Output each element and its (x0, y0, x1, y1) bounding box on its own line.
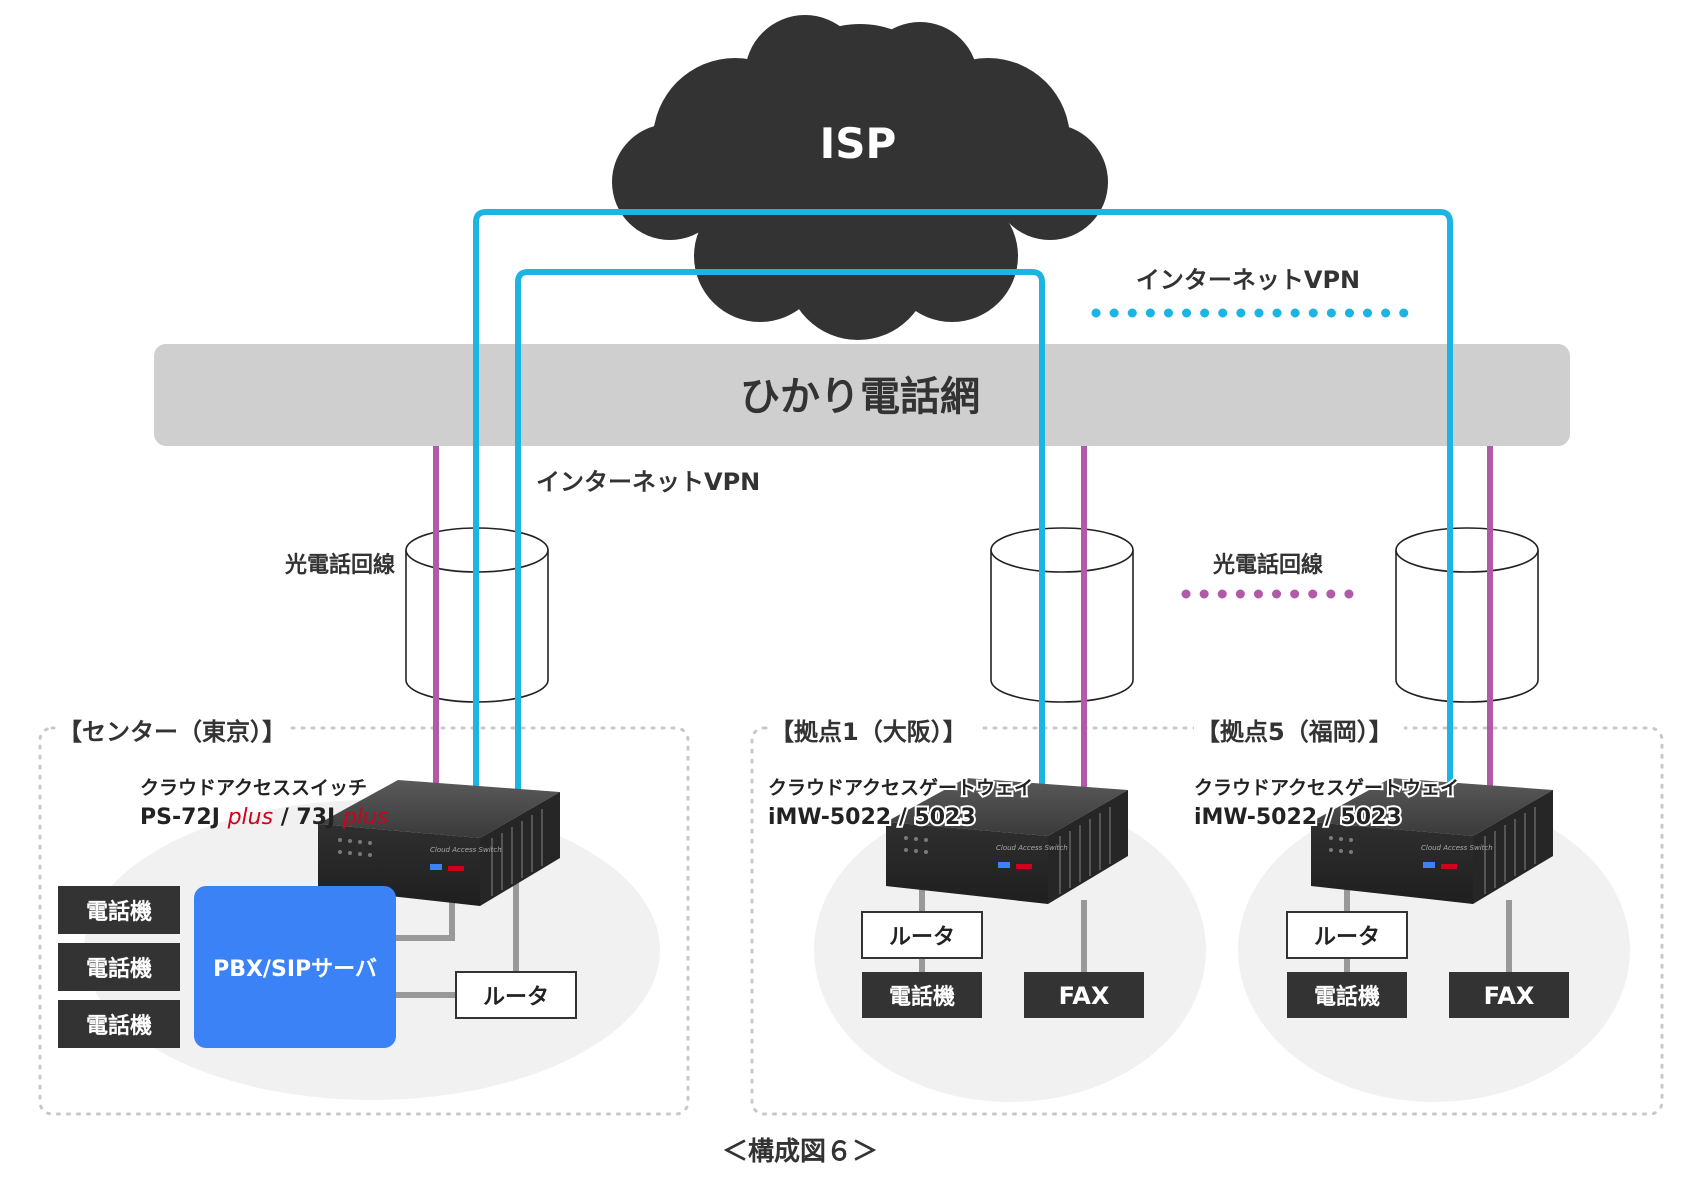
center-model-sep: / 73J (273, 805, 343, 830)
site1-gateway-device: Cloud Access Switch (886, 778, 1128, 904)
site5-gateway-device: Cloud Access Switch (1311, 778, 1553, 904)
center-title: 【センター（東京）】 (58, 718, 286, 746)
phone-lines (433, 446, 1493, 800)
center-router-box (455, 971, 577, 1019)
hikari-network-label: ひかり電話網 (740, 374, 980, 420)
center-device-model: PS-72J plus / 73J plus (140, 805, 388, 830)
center-phone-1-box (58, 886, 180, 934)
center-device-badge: Cloud Access Switch (430, 846, 502, 854)
isp-cloud (612, 15, 1108, 340)
center-plus-b: plus (342, 805, 388, 830)
isp-label: ISP (820, 119, 897, 168)
pbx-sip-server-box (194, 886, 396, 1048)
center-router-label: ルータ (483, 985, 549, 1010)
figure-caption: ＜構成図６＞ (722, 1137, 878, 1167)
center-phone-3: 電話機 (86, 1013, 152, 1039)
pbx-sip-server-label: PBX/SIPサーバ (213, 957, 377, 982)
site1-router-label: ルータ (889, 925, 955, 950)
site1-title: 【拠点1（大阪）】 (770, 718, 967, 746)
site5-fax-label: FAX (1484, 982, 1535, 1010)
site1-device-name: クラウドアクセスゲートウェイ (768, 777, 1033, 799)
center-phone-1: 電話機 (86, 899, 152, 925)
center-plus-a: plus (227, 805, 273, 830)
center-frame (38, 726, 690, 1116)
site5-fax-box (1449, 972, 1569, 1018)
site5-title: 【拠点5（福岡）】 (1196, 718, 1393, 746)
site1-fax-box (1024, 972, 1144, 1018)
site1-fax-label: FAX (1059, 982, 1110, 1010)
site5-phone-label: 電話機 (1314, 984, 1380, 1010)
center-phone-2: 電話機 (86, 956, 152, 982)
site1-device-badge: Cloud Access Switch (996, 844, 1068, 852)
title-bg-site5 (1194, 712, 1404, 746)
hikari-network-band (154, 344, 1570, 446)
vpn-lines (473, 209, 1453, 800)
site1-phone-box (862, 972, 982, 1018)
vpn-label-top: インターネットVPN (1136, 266, 1360, 294)
vpn-label-mid: インターネットVPN (536, 468, 760, 496)
center-model-a: PS-72J (140, 805, 228, 830)
phone-line-label-left: 光電話回線 (284, 552, 395, 578)
site5-router-label: ルータ (1314, 925, 1380, 950)
site5-phone-box (1287, 972, 1407, 1018)
center-phone-2-box (58, 943, 180, 991)
site5-device-name: クラウドアクセスゲートウェイ (1194, 777, 1459, 799)
site5-device-model: iMW-5022 / 5023 (1194, 805, 1402, 830)
site5-router-box (1286, 911, 1408, 959)
phone-line-label-right: 光電話回線 (1212, 552, 1323, 578)
site1-device-model: iMW-5022 / 5023 (768, 805, 976, 830)
center-phone-3-box (58, 1000, 180, 1048)
cylinder-site5 (1395, 527, 1539, 703)
title-bg-center (58, 712, 288, 746)
site1-phone-label: 電話機 (889, 984, 955, 1010)
title-bg-site1 (768, 712, 978, 746)
site1-router-box (861, 911, 983, 959)
center-device-name: クラウドアクセススイッチ (140, 777, 367, 799)
site5-device-badge: Cloud Access Switch (1421, 844, 1493, 852)
center-switch-device: Cloud Access Switch (318, 780, 560, 906)
cylinder-site1 (990, 527, 1134, 703)
